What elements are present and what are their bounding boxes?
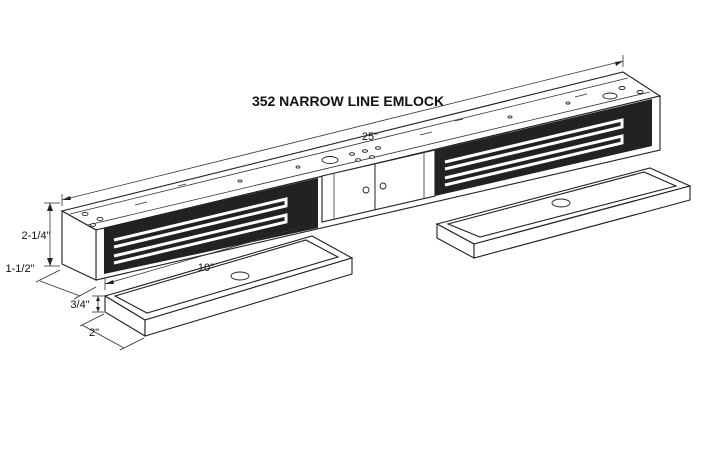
dimension-plate-length: 10" (104, 218, 313, 290)
dim-label-1-1-2in: 1-1/2" (6, 263, 35, 275)
dim-label-2-1-4in: 2-1/4" (22, 230, 51, 242)
dimension-plate-width: 2" (79, 313, 145, 351)
dim-label-3-4in: 3/4" (70, 299, 89, 311)
diagram-title: 352 NARROW LINE EMLOCK (252, 93, 444, 109)
dimension-length-overall: 25" (61, 55, 624, 206)
dimension-depth: 1-1/2" (6, 263, 97, 300)
dim-label-10in: 10" (198, 262, 214, 274)
magnet-housing (60, 71, 662, 281)
armature-plate-right (435, 167, 692, 259)
housing-end-face (61, 210, 97, 281)
dimension-height: 2-1/4" (22, 202, 60, 267)
dim-label-25in: 25" (362, 131, 378, 143)
dim-label-2in: 2" (89, 327, 99, 339)
electromagnet-left (104, 178, 318, 274)
armature-plate-left (103, 235, 354, 337)
electromagnet-right (435, 99, 652, 196)
center-access-panel (321, 149, 436, 223)
dimension-plate-thickness: 3/4" (70, 295, 104, 313)
mounting-holes (81, 86, 644, 227)
